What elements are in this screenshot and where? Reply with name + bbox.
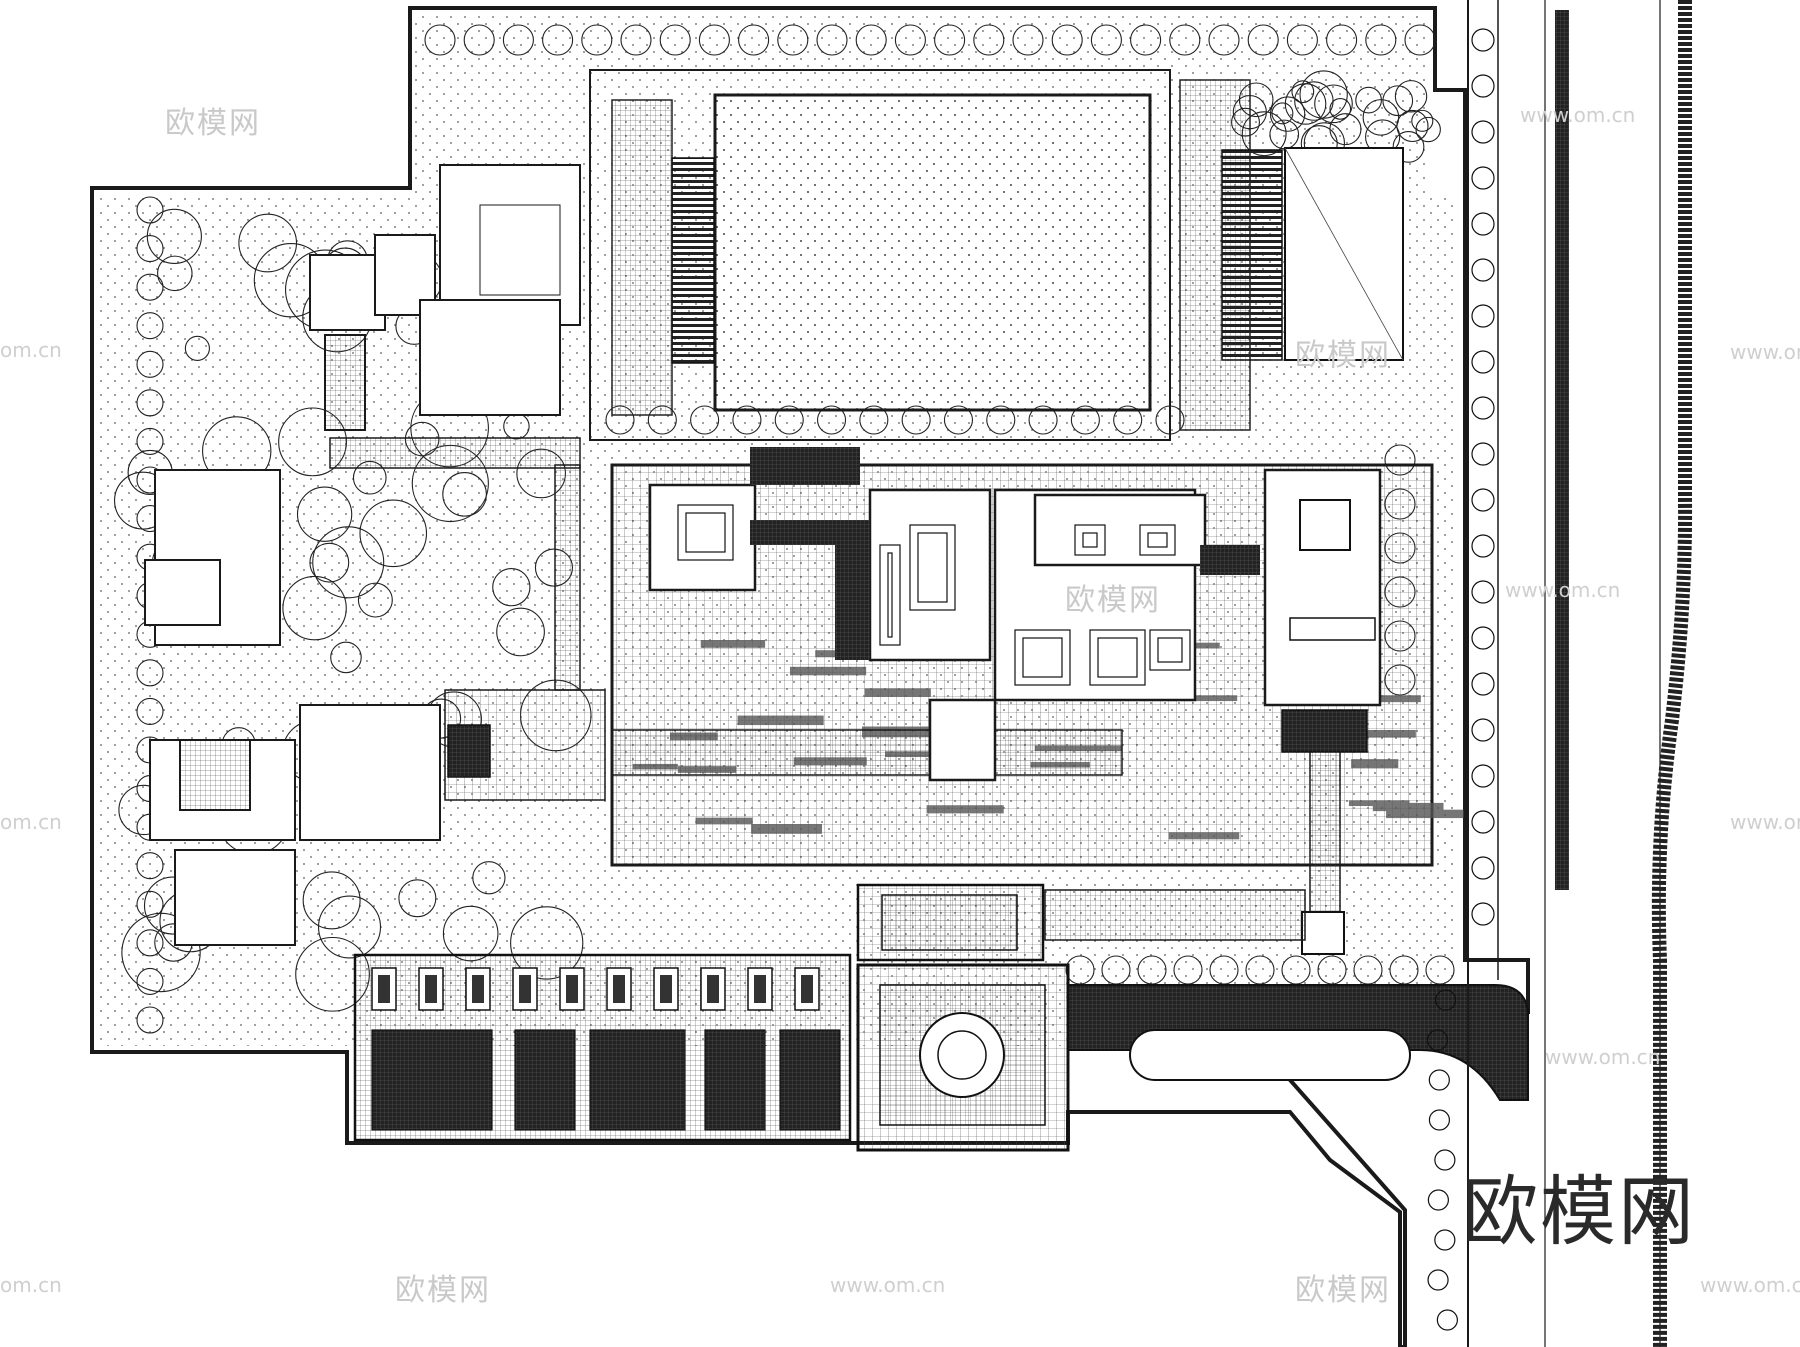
east-causeway-end	[1301, 911, 1345, 955]
northeast-grid-walk	[1179, 79, 1251, 431]
east-median-hedge	[1555, 10, 1569, 890]
watermark-url: www.om.cn	[1505, 578, 1621, 602]
north-pergola-west	[671, 157, 715, 364]
furniture-groups	[677, 504, 1191, 686]
watermark-url: www.om.cn	[1545, 1045, 1661, 1069]
south-link	[1044, 889, 1306, 941]
watermark-brand: 欧模网	[1295, 338, 1391, 373]
watermark-brand: 欧模网	[1065, 583, 1161, 618]
watermark-url: www.om.cn	[1730, 810, 1800, 834]
watermark-brand: 欧模网	[165, 106, 261, 141]
west-path-vertical	[554, 464, 581, 691]
watermark-brand: 欧模网	[395, 1273, 491, 1308]
north-lawn	[713, 93, 1152, 412]
brand-logo: 欧模网	[1462, 1167, 1696, 1256]
drive-median	[1129, 1029, 1411, 1081]
east-hall-table	[1289, 617, 1376, 641]
east-hall-pool	[1299, 499, 1351, 551]
northwest-residence	[309, 164, 581, 431]
north-lawn-frame	[589, 69, 1171, 441]
watermark-url: www.om.cn	[1520, 103, 1636, 127]
plaza-axis	[611, 729, 1123, 776]
entry-fountain	[919, 1012, 1005, 1098]
parking-stalls	[371, 967, 841, 1131]
clubhouse-dark-gate	[750, 447, 860, 485]
west-residences	[144, 469, 441, 946]
north-pergola-east	[1221, 149, 1283, 361]
east-street	[1467, 0, 1661, 1347]
street-trees	[1426, 28, 1495, 1331]
east-causeway-pad	[1281, 709, 1368, 753]
watermark-url: om.cn	[0, 1273, 62, 1297]
clubhouse-bar-counter-2	[835, 520, 870, 660]
west-path	[329, 437, 581, 469]
watermark-url: www.om.cn	[830, 1273, 946, 1297]
watermark-url: om.cn	[0, 810, 62, 834]
watermark-url: www.om.cn	[1700, 1273, 1800, 1297]
watermark-url: www.om.cn	[1730, 340, 1800, 364]
watermark-brand: 欧模网	[1295, 1273, 1391, 1308]
east-hall-gate	[1200, 545, 1260, 575]
curved-hedge	[1651, 0, 1693, 1347]
watermark-url: om.cn	[0, 338, 62, 362]
east-causeway	[1309, 734, 1341, 916]
northwest-grid-walk	[611, 99, 673, 416]
west-node	[447, 724, 491, 778]
south-gatehouse-inner	[881, 894, 1018, 951]
